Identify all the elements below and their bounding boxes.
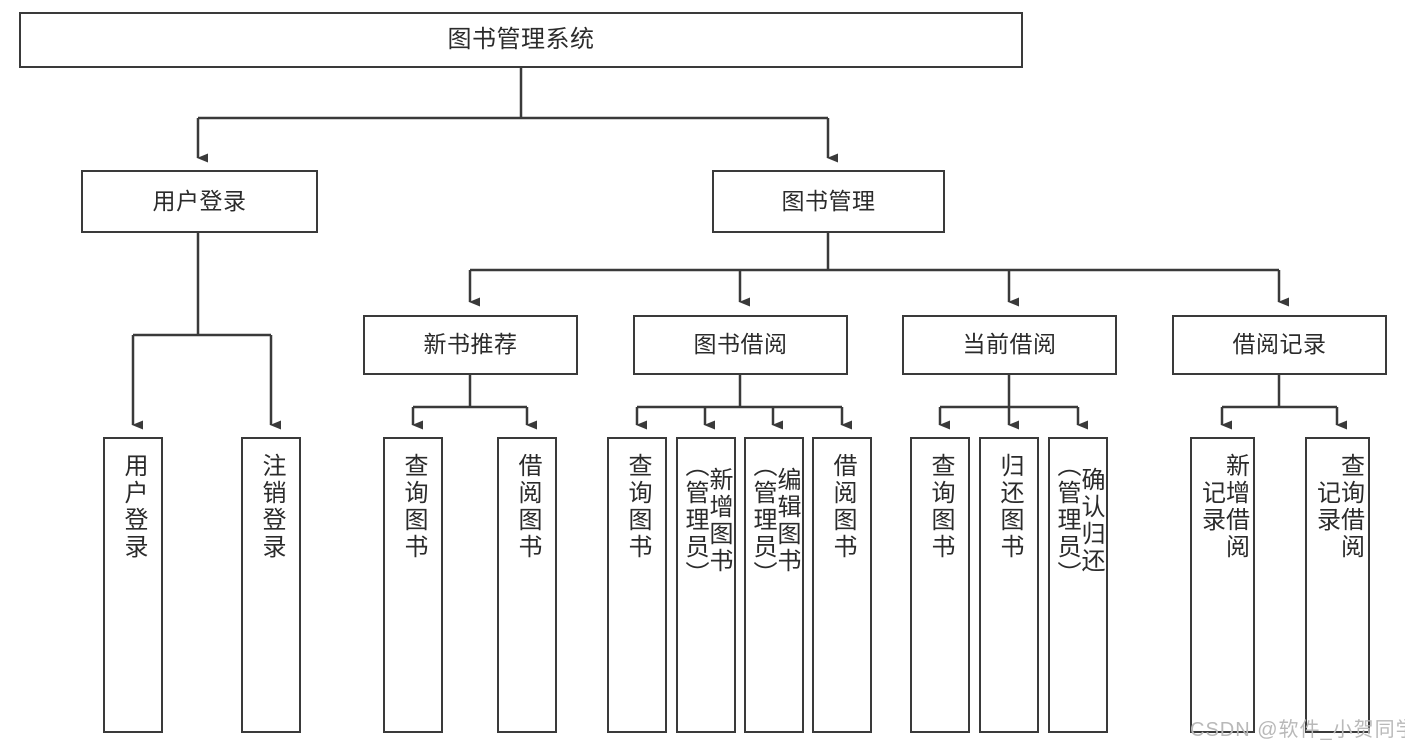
node-leaf-borrow-book-b-label: 借阅图书 [829,453,856,561]
node-leaf-edit-book-label: 编辑图书 （管理员） [749,453,800,588]
node-leaf-query-book-a-label: 查询图书 [400,453,427,561]
node-new-book-rec-label: 新书推荐 [423,331,518,358]
node-leaf-user-login-label: 用户登录 [120,453,147,561]
node-leaf-add-book-label: 新增图书 （管理员） [681,453,732,588]
node-book-manage-label: 图书管理 [781,187,876,214]
node-leaf-user-login[interactable]: 用户登录 [103,437,163,733]
node-current-borrow[interactable]: 当前借阅 [902,315,1117,375]
node-leaf-query-book-c[interactable]: 查询图书 [910,437,970,733]
node-leaf-return-book[interactable]: 归还图书 [979,437,1039,733]
node-root[interactable]: 图书管理系统 [19,12,1023,68]
watermark: CSDN @软件_小贺同学 [1190,719,1405,741]
node-leaf-add-record[interactable]: 新增借阅 记录 [1190,437,1255,733]
node-leaf-logout-label: 注销登录 [258,453,285,561]
node-leaf-query-record[interactable]: 查询借阅 记录 [1305,437,1370,733]
node-leaf-query-record-label: 查询借阅 记录 [1312,453,1364,561]
node-book-borrow[interactable]: 图书借阅 [633,315,848,375]
node-leaf-query-book-a[interactable]: 查询图书 [383,437,443,733]
node-leaf-borrow-book-a-label: 借阅图书 [514,453,541,561]
node-leaf-return-book-label: 归还图书 [996,453,1023,561]
node-new-book-rec[interactable]: 新书推荐 [363,315,578,375]
node-leaf-logout[interactable]: 注销登录 [241,437,301,733]
node-leaf-borrow-book-b[interactable]: 借阅图书 [812,437,872,733]
node-borrow-record-label: 借阅记录 [1232,331,1327,358]
node-current-borrow-label: 当前借阅 [962,331,1057,358]
node-leaf-add-book[interactable]: 新增图书 （管理员） [676,437,736,733]
node-book-manage[interactable]: 图书管理 [712,170,945,233]
node-borrow-record[interactable]: 借阅记录 [1172,315,1387,375]
node-book-borrow-label: 图书借阅 [693,331,788,358]
node-user-login-label: 用户登录 [152,187,247,214]
node-leaf-confirm-return-label: 确认归还 （管理员） [1053,453,1104,588]
node-leaf-query-book-b-label: 查询图书 [624,453,651,561]
node-user-login[interactable]: 用户登录 [81,170,318,233]
node-leaf-confirm-return[interactable]: 确认归还 （管理员） [1048,437,1108,733]
node-root-label: 图书管理系统 [447,25,595,53]
node-leaf-add-record-label: 新增借阅 记录 [1197,453,1249,561]
node-leaf-edit-book[interactable]: 编辑图书 （管理员） [744,437,804,733]
node-leaf-borrow-book-a[interactable]: 借阅图书 [497,437,557,733]
node-leaf-query-book-b[interactable]: 查询图书 [607,437,667,733]
node-leaf-query-book-c-label: 查询图书 [927,453,954,561]
